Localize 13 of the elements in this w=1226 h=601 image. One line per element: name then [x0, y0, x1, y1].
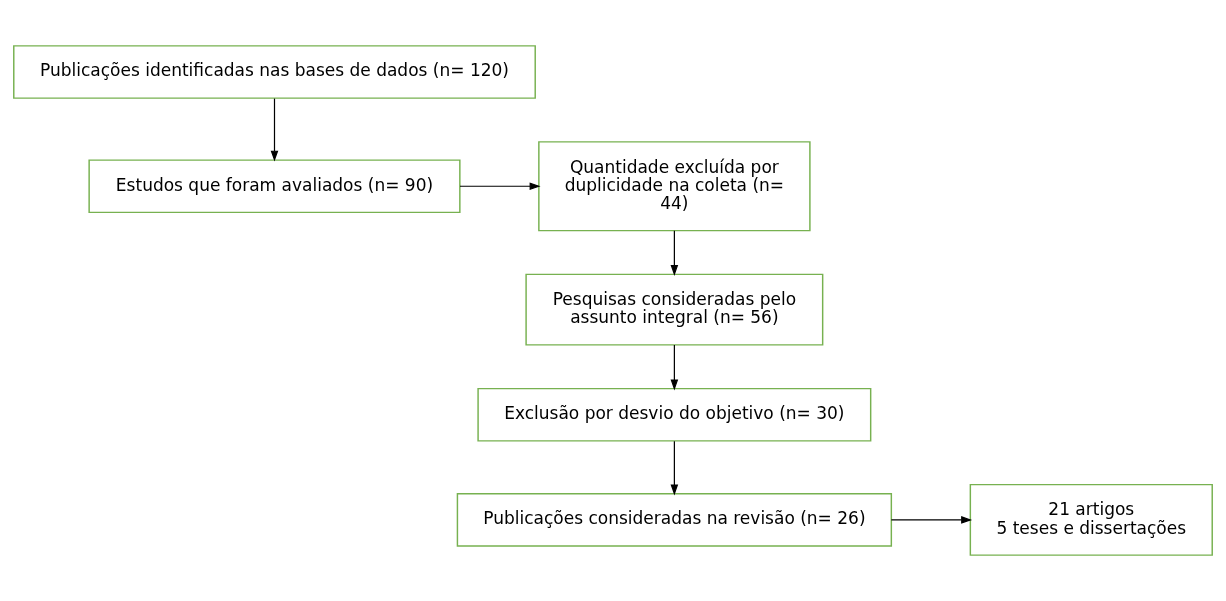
node-box: Estudos que foram avaliados (n= 90) [88, 159, 461, 214]
node-box: Exclusão por desvio do objetivo (n= 30) [477, 387, 872, 442]
arrow [670, 230, 679, 276]
arrow [670, 440, 679, 496]
arrow [270, 98, 279, 162]
node-box: Publicações consideradas na revisão (n= 26) [456, 493, 893, 547]
node-box: 21 artigos 5 teses e dissertações [969, 483, 1213, 556]
arrow [670, 344, 679, 391]
node-box: Quantidade excluída por duplicidade na coleta (n= 44) [538, 141, 811, 232]
arrow [459, 182, 541, 191]
node-box: Publicações identificadas nas bases de dados (n= 120) [13, 45, 536, 99]
arrow [890, 516, 973, 524]
node-box: Pesquisas consideradas pelo assunto integral (n= 56) [525, 273, 824, 346]
